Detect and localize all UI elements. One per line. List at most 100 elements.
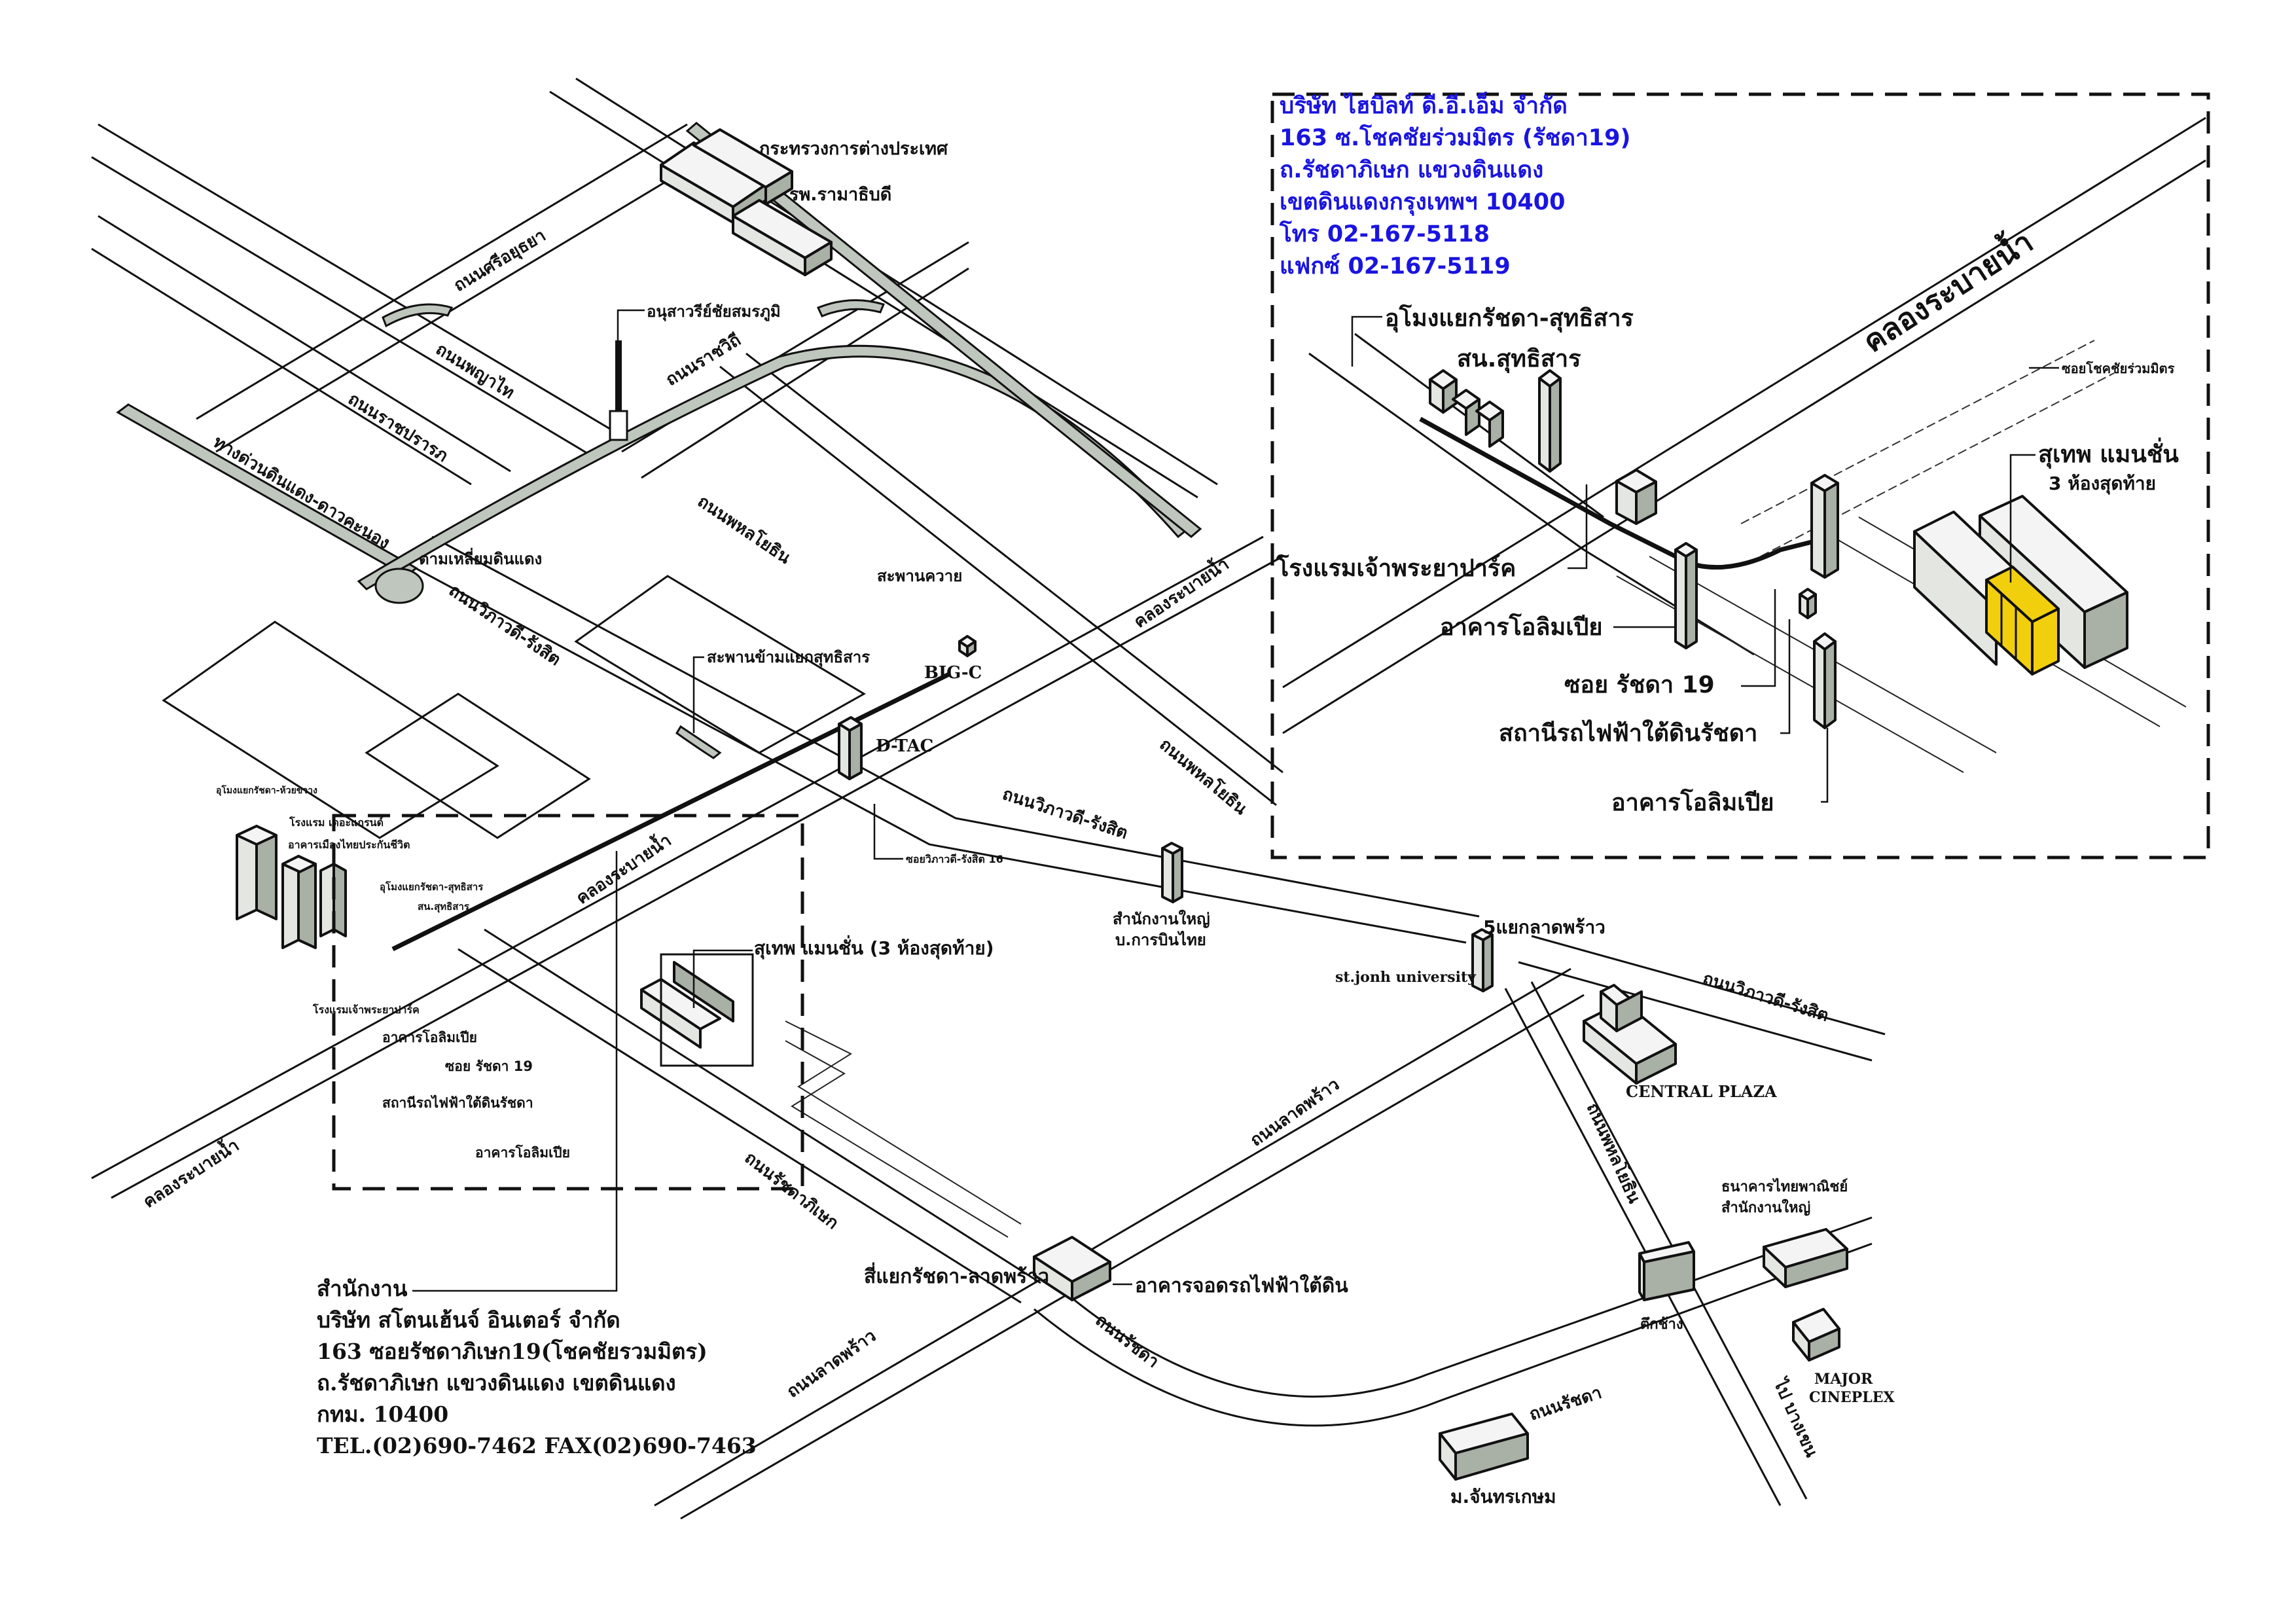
road-phaya-thai — [91, 123, 616, 460]
map-labels: กระทรวงการต่างประเทศ รพ.รามาธิบดี อนุสาว… — [216, 139, 1895, 1507]
road-sri-ayutthaya — [196, 123, 708, 453]
building-mrt-depot — [1033, 1236, 1111, 1301]
building-chandrakasem — [1439, 1413, 1529, 1481]
road-ratchadaphisek — [457, 928, 1041, 1304]
building-scb — [1763, 1228, 1848, 1288]
road-label-phahon-1: ถนนพหลโยธิน — [694, 490, 795, 568]
target-room-side — [2031, 607, 2060, 676]
target-rooms-highlight — [1985, 566, 2060, 676]
interchange-loop — [374, 568, 424, 604]
label-scb-1: ธนาคารไทยพาณิชย์ — [1721, 1178, 1848, 1195]
target-outline-small — [660, 953, 754, 1067]
label-ramathibodi: รพ.รามาธิบดี — [789, 185, 891, 205]
inset-label-hotel: โรงแรมเจ้าพระยาปาร์ค — [1276, 554, 1516, 582]
building-suthep-small — [640, 953, 754, 1067]
inset-label-target-building: สุเทพ แมนชั่น — [2038, 437, 2179, 469]
label-dtac: D-TAC — [876, 736, 933, 756]
label-olympia-small-1: อาคารโอลิมเปีย — [382, 1029, 477, 1045]
road-label-vibhavadi-3: ถนนวิภาวดี-รังสิต — [1700, 969, 1831, 1026]
label-foreign-ministry: กระทรวงการต่างประเทศ — [759, 139, 948, 159]
leader-victory — [617, 309, 645, 340]
label-chandrakasem: ม.จันทรเกษม — [1450, 1486, 1556, 1507]
building-dtac — [838, 716, 863, 780]
label-tunnel-small: อุโมงแยกรัชดา-สุทธิสาร — [380, 880, 484, 893]
leader-soi19 — [1741, 589, 1776, 687]
label-scb-2: สำนักงานใหญ่ — [1721, 1199, 1810, 1216]
small-detail-frame — [332, 814, 804, 1191]
road-label-lat-phrao-1: ถนนลาดพร้าว — [1247, 1075, 1343, 1151]
expressway-upper — [685, 122, 1202, 538]
leader-suthep-small — [692, 949, 753, 1008]
inset-building-olympia-1 — [1674, 542, 1698, 649]
leader-office — [412, 851, 618, 1292]
office-company: บริษัท สโตนเฮ้นจ์ อินเตอร์ จำกัด — [317, 1307, 620, 1333]
road-label-ratchadaphisek: ถนนรัชดาภิเษก — [741, 1148, 842, 1233]
inset-label-soi-ratchada19: ซอย รัชดา 19 — [1564, 672, 1715, 698]
flyover-1 — [382, 303, 454, 328]
road-ratchaprarop — [91, 215, 511, 486]
label-saphan-khwai: สะพานควาย — [877, 567, 962, 585]
label-soi-vibhavadi16: ซอยวิภาวดี-รังสิต 16 — [906, 853, 1003, 865]
office-heading: สำนักงาน — [317, 1276, 408, 1301]
inset-building-mrt-station — [1799, 588, 1817, 619]
label-olympia-small-2: อาคารโอลิมเปีย — [475, 1144, 570, 1161]
road-vibhavadi — [405, 535, 1480, 944]
inset-frame — [1270, 92, 2210, 859]
company-phone: โทร 02-167-5118 — [1280, 221, 1490, 247]
label-mrt-small: สถานีรถไฟฟ้าใต้ดินรัชดา — [382, 1094, 533, 1111]
road-label-ratchada-2: ถนนรัชดา — [1527, 1383, 1604, 1425]
inset-building-cluster-west — [1429, 369, 1504, 448]
label-sutthisan-bridge: สะพานข้ามแยกสุทธิสาร — [707, 648, 870, 668]
inset-label-target-note: 3 ห้องสุดท้าย — [2049, 473, 2156, 495]
inset-map — [1282, 117, 2206, 803]
inset-building-mid — [1615, 469, 1657, 525]
mrt-line-main — [391, 672, 950, 952]
building-ramathibodi — [732, 199, 833, 276]
leader-olympia-2 — [1821, 728, 1829, 803]
inset-building-sutthisan-tower — [1538, 369, 1562, 473]
road-network — [91, 77, 1886, 1520]
building-major-cineplex — [1792, 1308, 1840, 1362]
label-victory-monument: อนุสาวรีย์ชัยสมรภูมิ — [647, 302, 781, 322]
inset-canal-road — [1282, 117, 2206, 734]
road-label-expressway: ทางด่วนดินแดง-ดาวคะนอง — [209, 432, 393, 553]
label-si-yaek: สี่แยกรัชดา-ลาดพร้าว — [864, 1262, 1049, 1288]
victory-monument-icon — [609, 340, 628, 441]
leader-sutthisan-bridge — [692, 656, 704, 733]
road-lat-phrao — [654, 967, 1585, 1520]
label-hotel-small: โรงแรมเจ้าพระยาปาร์ค — [312, 1003, 420, 1016]
label-major-2: CINEPLEX — [1809, 1389, 1895, 1406]
office-city: กทม. 10400 — [317, 1401, 449, 1427]
leader-hotel — [1568, 484, 1588, 569]
leader-tunnel — [1351, 316, 1382, 367]
building-tuek-chang — [1638, 1241, 1695, 1301]
road-grid-3 — [574, 575, 866, 754]
buildings-grand-hotel-cluster — [236, 825, 347, 949]
label-central-plaza: CENTRAL PLAZA — [1626, 1082, 1777, 1101]
company-road: ถ.รัชดาภิเษก แขวงดินแดง — [1280, 157, 1544, 183]
leader-suthep — [2009, 454, 2036, 583]
road-ratchada-curve — [1033, 1216, 1873, 1427]
inset-label-station-sutthisan: สน.สุทธิสาร — [1457, 346, 1581, 374]
road-phahon — [719, 352, 1283, 806]
building-thai-airways — [1161, 842, 1183, 903]
label-target-small: สุเทพ แมนชั่น (3 ห้องสุดท้าย) — [754, 935, 994, 960]
label-station-small: สน.สุทธิสาร — [418, 901, 470, 913]
buildings — [236, 128, 1848, 1481]
expressway — [116, 122, 1202, 759]
label-huai-khwang-tunnel: อุโมงแยกรัชดา-ห้วยขวาง — [216, 784, 317, 796]
road-label-ratchada-1: ถนนรัชดา — [1092, 1310, 1163, 1372]
expressway-band — [116, 403, 418, 577]
label-grand-hotel: โรงแรม เดอะแกรนด์ — [289, 816, 384, 829]
label-big-c: BIG-C — [924, 663, 982, 683]
company-name: บริษัท ไฮบิลท์ ดี.อี.เอ็ม จำกัด — [1280, 93, 1568, 119]
road-grid-2 — [365, 693, 591, 839]
inset-building-station-east — [1810, 474, 1839, 579]
building-central-plaza — [1583, 984, 1677, 1085]
flyover-3 — [675, 725, 722, 759]
leader-soi-vibhavadi16 — [873, 804, 903, 860]
label-din-daeng: ตามเหลี่ยมดินแดง — [419, 547, 542, 568]
road-label-vibhavadi-2: ถนนวิภาวดี-รังสิต — [1000, 784, 1130, 843]
inset-label-tunnel: อุโมงแยกรัชดา-สุทธิสาร — [1385, 304, 1634, 333]
